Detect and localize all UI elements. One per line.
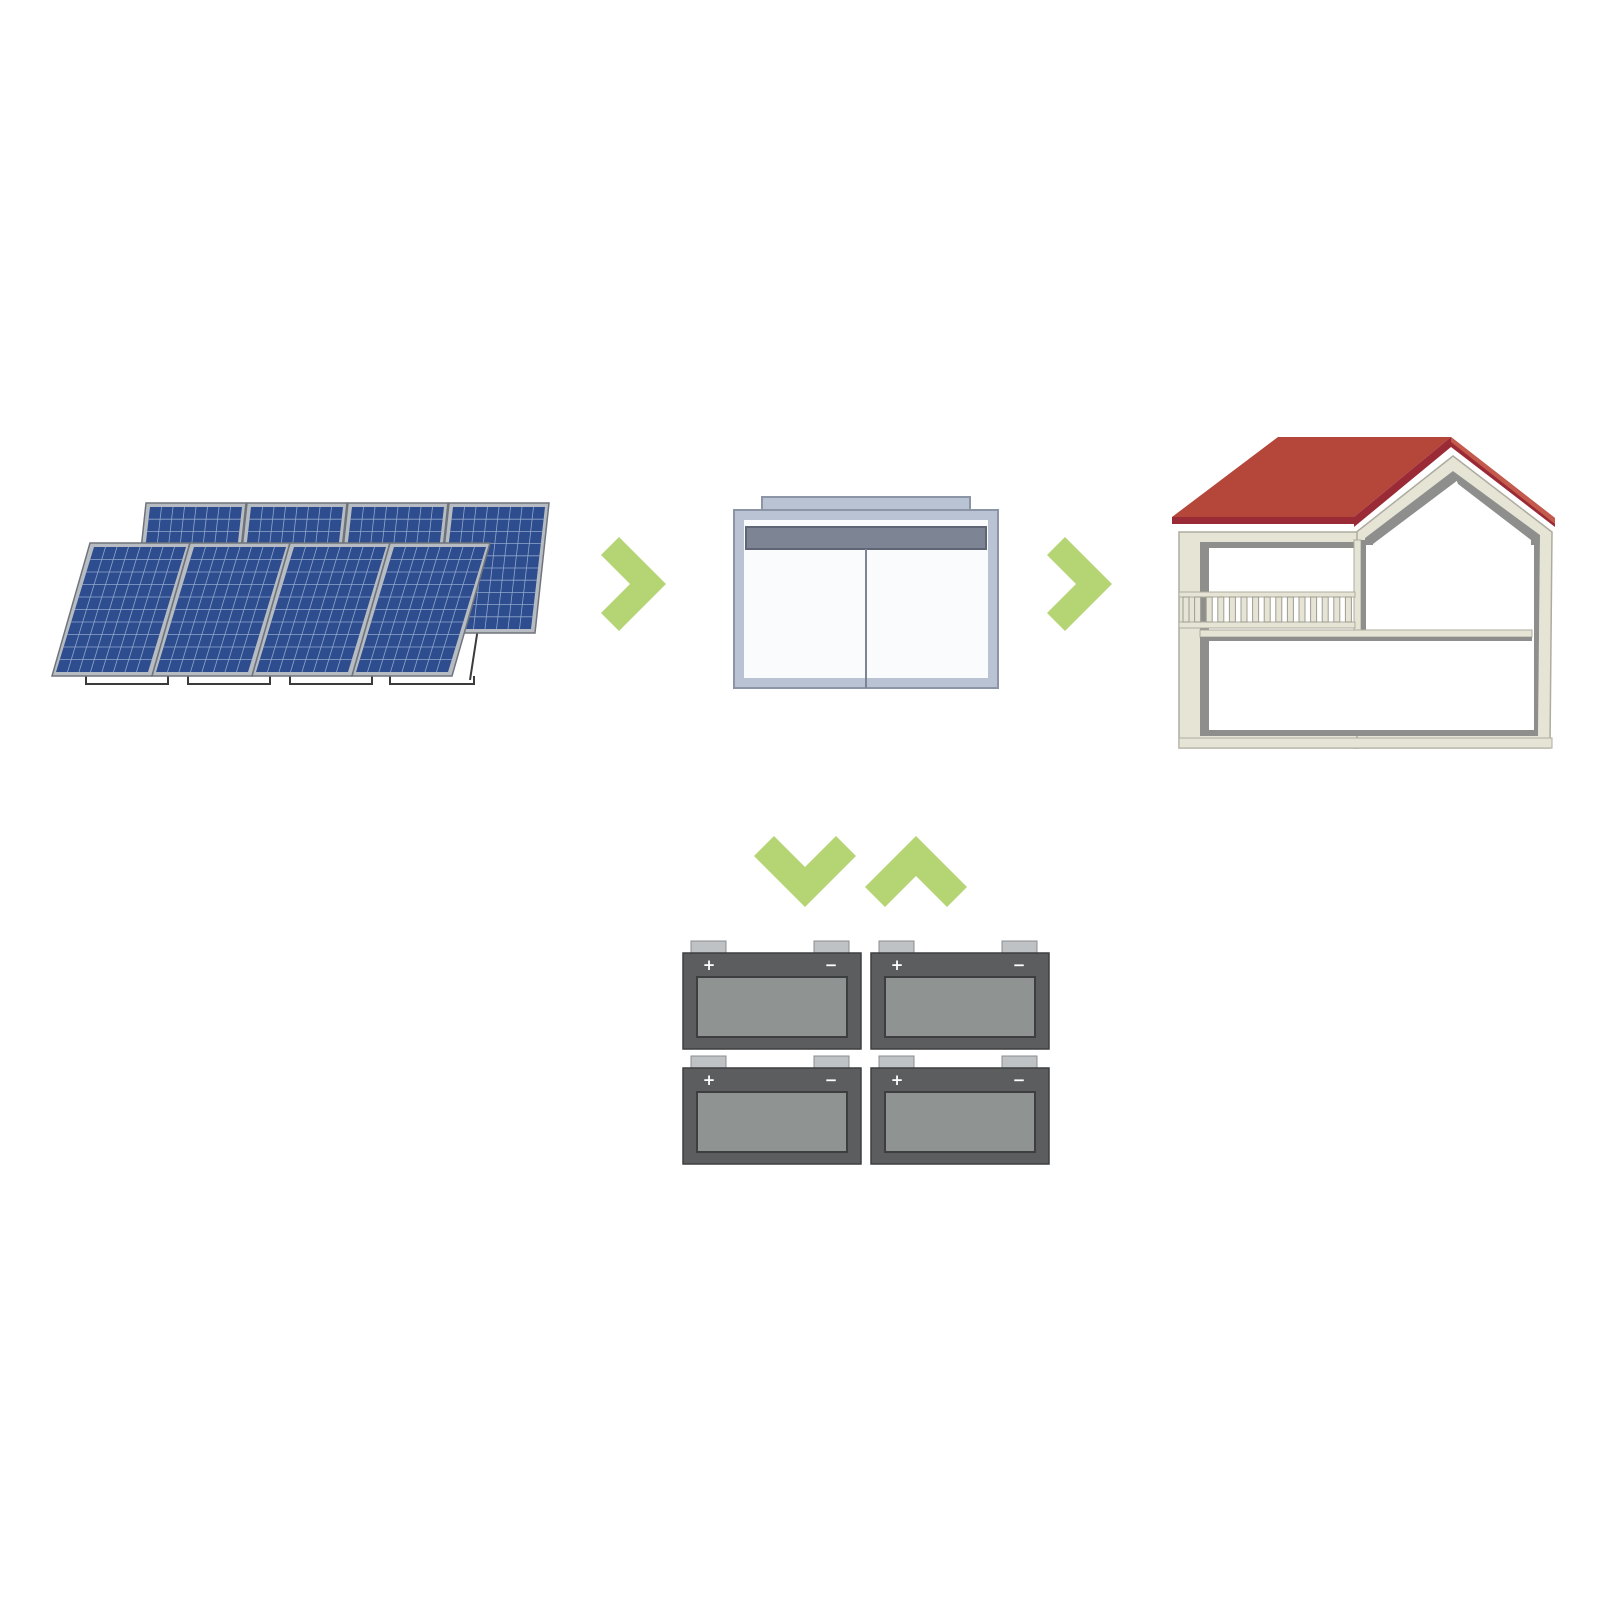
solar-panel-front-row [51,542,491,677]
battery-icon: +− [870,1055,1050,1165]
chevron-right-icon [1047,537,1112,631]
battery-icon: +− [870,940,1050,1050]
chevron-down-icon [754,836,856,907]
battery-bank: +−+−+−+− [682,940,1050,1165]
chevron-right-icon [601,537,666,631]
balcony-railing [1178,591,1356,629]
positive-terminal-label: + [703,1071,716,1089]
chevron-up-icon [865,836,967,907]
negative-terminal-label: − [1013,1071,1026,1089]
positive-terminal-label: + [703,956,716,974]
house-icon [1172,437,1555,749]
negative-terminal-label: − [825,956,838,974]
positive-terminal-label: + [891,1071,904,1089]
inverter-icon [733,496,999,689]
negative-terminal-label: − [825,1071,838,1089]
battery-icon: +− [682,940,862,1050]
positive-terminal-label: + [891,956,904,974]
battery-icon: +− [682,1055,862,1165]
solar-panel-array-icon [51,502,550,685]
solar-panel [151,542,291,677]
negative-terminal-label: − [1013,956,1026,974]
solar-panel [351,542,491,677]
solar-panel [251,542,391,677]
